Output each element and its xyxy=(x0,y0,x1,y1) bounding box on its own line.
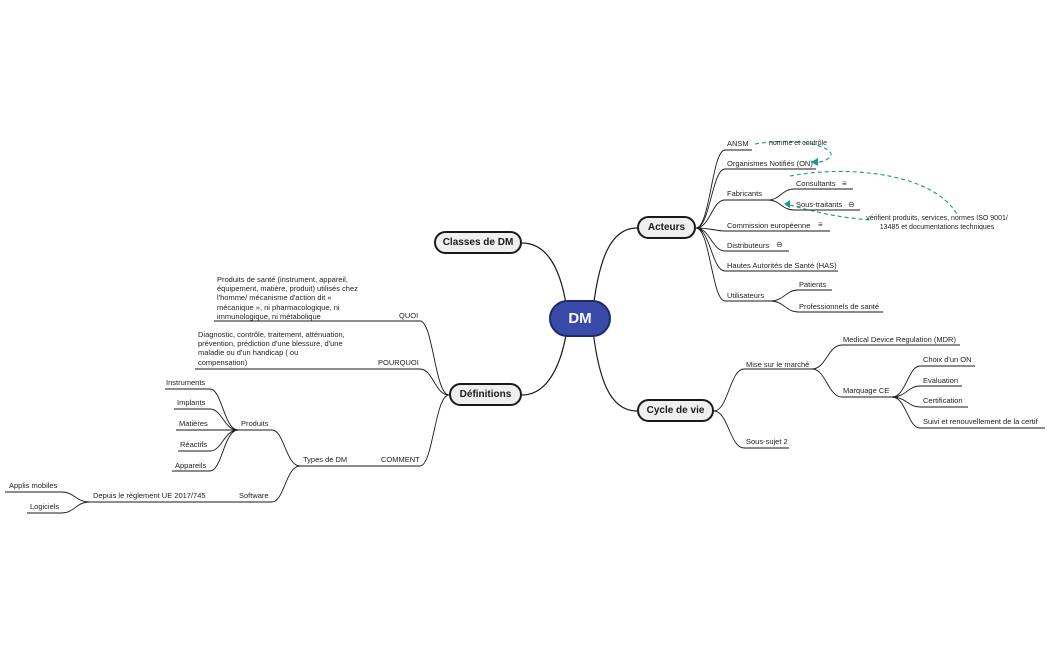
topic-appareils[interactable]: Appareils xyxy=(175,461,207,470)
topic-sous-sujet-2[interactable]: Sous-sujet 2 xyxy=(746,437,788,446)
relation-ansm-on xyxy=(754,140,832,163)
collapse-toggle-icon[interactable]: ⊖ xyxy=(848,200,855,209)
topic-types-de-dm[interactable]: Types de DM xyxy=(303,455,348,464)
topic-ansm[interactable]: ANSM xyxy=(727,139,749,148)
relation-on-soustraitants xyxy=(789,204,873,221)
node-classes-de-dm[interactable]: Classes de DM xyxy=(434,231,522,254)
node-definitions-label: Définitions xyxy=(459,389,512,400)
collapse-toggle-icon[interactable]: ⊖ xyxy=(776,240,783,249)
topic-produits[interactable]: Produits xyxy=(241,419,269,428)
topic-marquage-ce[interactable]: Marquage CE xyxy=(843,386,890,395)
topic-quoi-text[interactable]: Produits de santé (instrument, appareil,… xyxy=(217,275,358,321)
topic-evaluation[interactable]: Evaluation xyxy=(923,376,959,385)
topic-pourquoi-text[interactable]: Diagnostic, contrôle, traitement, atténu… xyxy=(198,330,345,367)
topic-has[interactable]: Hautes Autorités de Santé (HAS) xyxy=(727,261,837,270)
topic-software[interactable]: Software xyxy=(239,491,269,500)
topic-organismes-notifies[interactable]: Organismes Notifiés (ON) xyxy=(727,159,813,168)
relation-on-fabricants xyxy=(789,170,958,215)
topic-consultants[interactable]: Consultants xyxy=(796,179,836,188)
topic-certification[interactable]: Certification xyxy=(923,396,963,405)
notes-icon[interactable]: ≡ xyxy=(818,220,823,229)
topic-matieres[interactable]: Matières xyxy=(179,419,208,428)
topic-instruments[interactable]: Instruments xyxy=(166,378,206,387)
node-cycle-de-vie[interactable]: Cycle de vie xyxy=(637,399,714,422)
topic-distributeurs[interactable]: Distributeurs xyxy=(727,241,770,250)
root-node-dm[interactable]: DM xyxy=(549,300,611,337)
node-acteurs[interactable]: Acteurs xyxy=(637,216,696,239)
topic-reglement-ue[interactable]: Depuis le règlement UE 2017/745 xyxy=(93,491,206,500)
node-definitions[interactable]: Définitions xyxy=(449,383,522,406)
node-classes-label: Classes de DM xyxy=(442,237,514,248)
topic-commission-europeenne[interactable]: Commission européenne xyxy=(727,221,811,230)
topic-professionnels-de-sante[interactable]: Professionnels de santé xyxy=(799,302,880,311)
topic-reactifs[interactable]: Réactifs xyxy=(180,440,208,449)
node-cycle-label: Cycle de vie xyxy=(646,405,705,416)
topic-utilisateurs[interactable]: Utilisateurs xyxy=(727,291,765,300)
topic-mise-sur-le-marche[interactable]: Mise sur le marché xyxy=(746,360,810,369)
connector-root-cycle xyxy=(591,321,638,412)
topic-patients[interactable]: Patients xyxy=(799,280,827,289)
topic-quoi[interactable]: QUOI xyxy=(399,311,419,320)
relation-label-verifient[interactable]: vérifient produits, services, normes ISO… xyxy=(866,215,1008,231)
topic-mdr[interactable]: Medical Device Regulation (MDR) xyxy=(843,335,956,344)
node-acteurs-label: Acteurs xyxy=(647,222,686,233)
topic-suivi-renouvellement[interactable]: Suivi et renouvellement de la certif xyxy=(923,417,1038,426)
topic-fabricants[interactable]: Fabricants xyxy=(727,189,763,198)
topic-pourquoi[interactable]: POURQUOI xyxy=(378,358,419,367)
topic-sous-traitants[interactable]: Sous-traitants xyxy=(796,200,843,209)
topic-comment[interactable]: COMMENT xyxy=(381,455,420,464)
notes-icon[interactable]: ≡ xyxy=(842,179,847,188)
topic-choix-on[interactable]: Choix d'un ON xyxy=(923,355,972,364)
relation-label-nomme[interactable]: nomme et contrôle xyxy=(769,140,827,147)
topic-logiciels[interactable]: Logiciels xyxy=(30,502,60,511)
topic-applis-mobiles[interactable]: Applis mobiles xyxy=(9,481,58,490)
root-label: DM xyxy=(568,310,592,327)
topic-implants[interactable]: Implants xyxy=(177,398,206,407)
